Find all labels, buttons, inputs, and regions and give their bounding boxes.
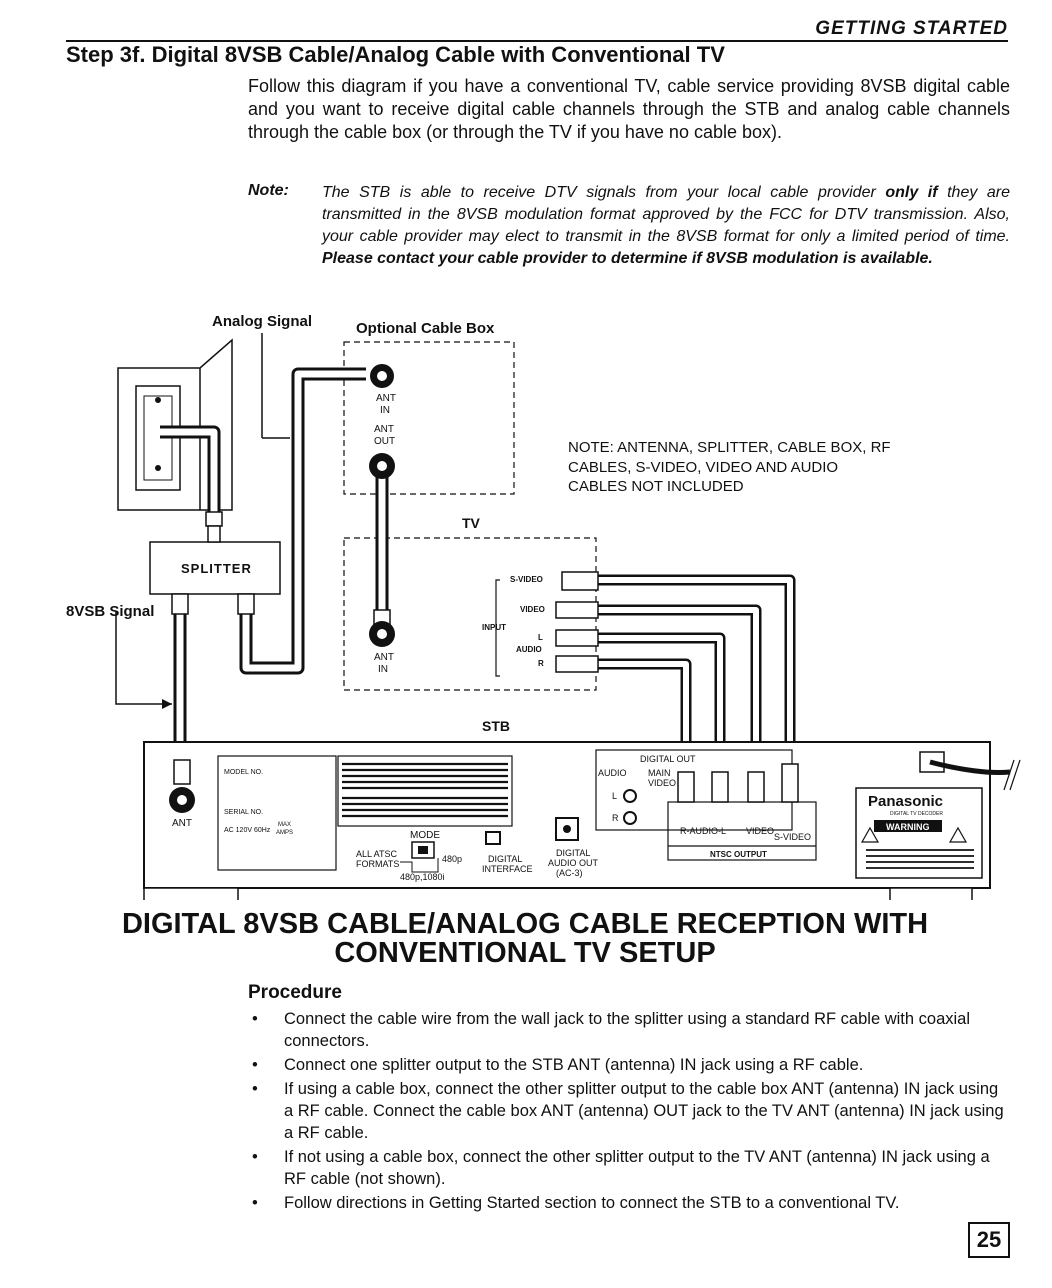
- svg-text:IN: IN: [380, 405, 390, 416]
- svg-text:DIGITAL TV DECODER: DIGITAL TV DECODER: [890, 811, 943, 817]
- svg-text:MODE: MODE: [410, 830, 440, 841]
- diagram-note-line-3: CABLES NOT INCLUDED: [568, 478, 744, 495]
- svg-text:ALL ATSC: ALL ATSC: [356, 849, 398, 859]
- bullet: •: [252, 1148, 258, 1166]
- svg-text:MAIN: MAIN: [648, 768, 671, 778]
- svg-text:480p,1080i: 480p,1080i: [400, 872, 445, 882]
- svg-text:L: L: [612, 791, 617, 801]
- tv-outline: [343, 537, 597, 691]
- svg-text:NTSC OUTPUT: NTSC OUTPUT: [710, 850, 767, 859]
- cable-box-title: Optional Cable Box: [356, 320, 495, 337]
- svg-text:IN: IN: [378, 664, 388, 675]
- svg-text:S-VIDEO: S-VIDEO: [774, 832, 811, 842]
- svg-text:R: R: [612, 813, 619, 823]
- svg-text:DIGITAL: DIGITAL: [488, 854, 522, 864]
- stb-label: STB: [482, 718, 510, 734]
- diagram-note-line-2: CABLES, S-VIDEO, VIDEO AND AUDIO: [568, 459, 838, 476]
- setup-title: DIGITAL 8VSB CABLE/ANALOG CABLE RECEPTIO…: [121, 908, 929, 969]
- brand-name: Panasonic: [868, 793, 943, 810]
- list-item: •Follow directions in Getting Started se…: [252, 1194, 900, 1212]
- analog-signal-label: Analog Signal: [212, 313, 312, 330]
- svg-text:INPUT: INPUT: [482, 623, 506, 632]
- svg-text:AC 120V 60Hz: AC 120V 60Hz: [224, 827, 271, 834]
- list-item: •If not using a cable box, connect the o…: [252, 1148, 990, 1188]
- svg-text:AUDIO: AUDIO: [598, 768, 627, 778]
- cable-box-outline: [343, 341, 515, 495]
- svg-text:SERIAL NO.: SERIAL NO.: [224, 809, 263, 816]
- wall-jack: [117, 338, 233, 511]
- svg-text:(AC-3): (AC-3): [556, 868, 583, 878]
- svg-text:VIDEO: VIDEO: [746, 826, 774, 836]
- svg-text:ANT: ANT: [376, 393, 396, 404]
- diagram-note-line-1: NOTE: ANTENNA, SPLITTER, CABLE BOX, RF: [568, 439, 891, 456]
- svg-text:AMPS: AMPS: [276, 830, 293, 836]
- section-header: GETTING STARTED: [815, 18, 1008, 39]
- bullet: •: [252, 1080, 258, 1098]
- procedure-title: Procedure: [248, 982, 342, 1003]
- step-title: Step 3f. Digital 8VSB Cable/Analog Cable…: [66, 42, 725, 67]
- list-item: •Connect the cable wire from the wall ja…: [252, 1010, 970, 1050]
- svg-text:OUT: OUT: [374, 436, 395, 447]
- bullet: •: [252, 1010, 258, 1028]
- procedure-list: •Connect the cable wire from the wall ja…: [244, 1008, 1010, 1216]
- svg-text:R-AUDIO-L: R-AUDIO-L: [680, 826, 726, 836]
- svg-text:SPLITTER: SPLITTER: [181, 561, 252, 576]
- page-number: 25: [968, 1222, 1010, 1258]
- svg-text:MODEL NO.: MODEL NO.: [224, 769, 263, 776]
- header-rule: [66, 40, 1008, 42]
- svg-text:WARNING: WARNING: [886, 822, 930, 832]
- svg-text:R: R: [538, 659, 544, 668]
- svg-text:MAX: MAX: [278, 822, 291, 828]
- svg-text:VIDEO: VIDEO: [648, 778, 676, 788]
- list-item: •If using a cable box, connect the other…: [252, 1080, 1004, 1142]
- tv-label: TV: [462, 515, 481, 531]
- svg-text:ANT: ANT: [374, 424, 394, 435]
- connection-diagram: Analog Signal Optional Cable Box ANT IN …: [66, 313, 1021, 900]
- bullet: •: [252, 1056, 258, 1074]
- note-label: Note:: [248, 182, 289, 199]
- svg-text:480p: 480p: [442, 854, 462, 864]
- svg-text:AUDIO: AUDIO: [516, 645, 542, 654]
- svg-text:INTERFACE: INTERFACE: [482, 864, 533, 874]
- stb-ant-label: ANT: [172, 818, 192, 829]
- svg-text:VIDEO: VIDEO: [520, 605, 545, 614]
- svg-text:S-VIDEO: S-VIDEO: [510, 575, 543, 584]
- note-text: The STB is able to receive DTV signals f…: [322, 184, 1011, 267]
- bullet: •: [252, 1194, 258, 1212]
- svg-text:FORMATS: FORMATS: [356, 859, 399, 869]
- svg-text:L: L: [538, 633, 543, 642]
- intro-paragraph: Follow this diagram if you have a conven…: [248, 76, 1010, 142]
- svg-text:ANT: ANT: [374, 652, 394, 663]
- svg-text:AUDIO OUT: AUDIO OUT: [548, 858, 599, 868]
- svg-text:DIGITAL OUT: DIGITAL OUT: [640, 754, 696, 764]
- svg-text:DIGITAL: DIGITAL: [556, 848, 590, 858]
- 8vsb-signal-label: 8VSB Signal: [66, 603, 154, 620]
- list-item: •Connect one splitter output to the STB …: [252, 1056, 864, 1074]
